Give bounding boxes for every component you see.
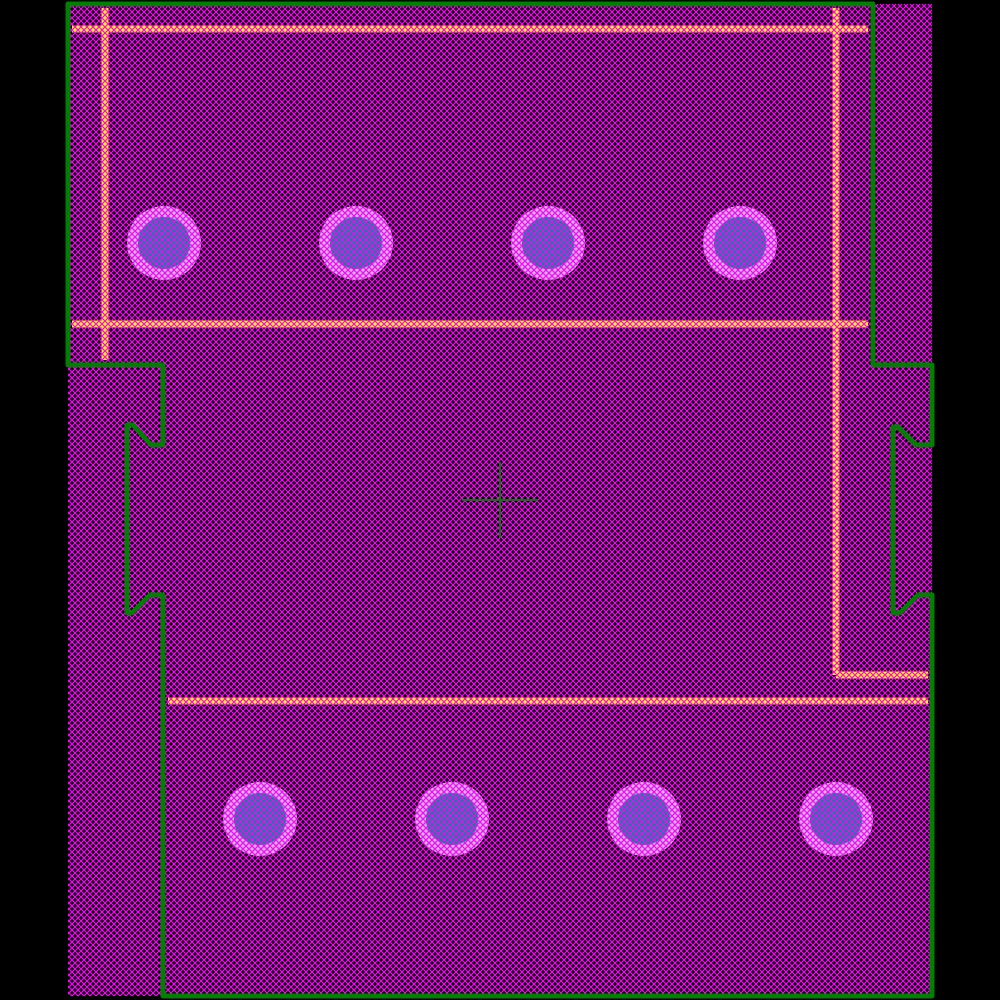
courtyard-outline	[65, 1, 935, 999]
anchor-crosshair-icon	[462, 462, 538, 538]
